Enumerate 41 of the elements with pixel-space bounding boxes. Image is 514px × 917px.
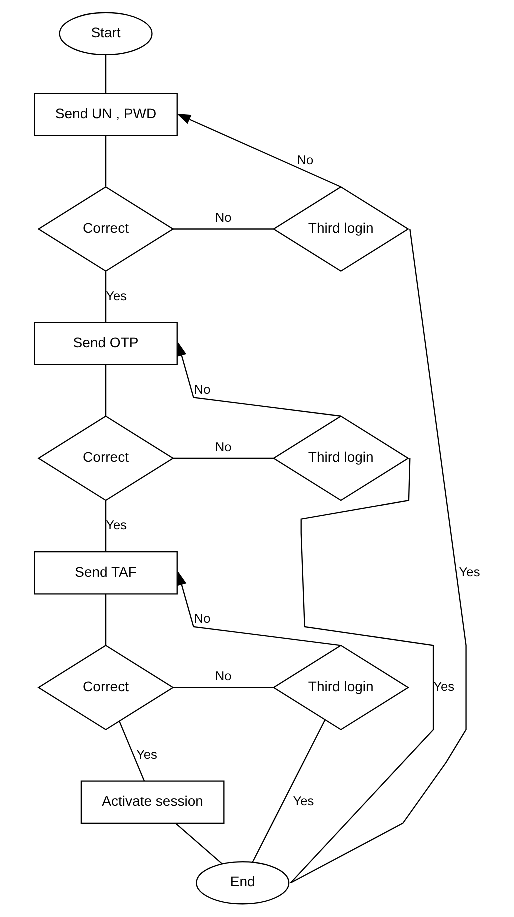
node-diamond: Third login <box>272 186 409 272</box>
node-box: Send UN , PWD <box>34 92 178 136</box>
connector <box>290 458 434 884</box>
connector <box>104 365 106 416</box>
connector <box>104 136 106 187</box>
edge-label: Yes <box>106 288 127 304</box>
node-diamond: Third login <box>272 416 409 502</box>
connector <box>172 458 274 460</box>
connector <box>252 720 326 863</box>
connector <box>290 229 466 884</box>
edge-label: Yes <box>106 518 127 533</box>
edge-label: No <box>214 668 232 684</box>
connector <box>172 228 274 230</box>
connector <box>104 500 106 552</box>
connector <box>104 55 106 94</box>
node-box: Activate session <box>80 780 224 824</box>
node-ellipse: Start <box>58 12 152 56</box>
edge-label: Yes <box>136 746 157 762</box>
edge-label: Yes <box>292 794 314 809</box>
connector <box>104 272 106 323</box>
node-box: Send OTP <box>34 322 178 366</box>
connector <box>172 687 274 688</box>
arrow <box>176 114 341 188</box>
node-diamond: Third login <box>272 644 409 731</box>
edge-label: No <box>194 382 210 397</box>
arrow <box>176 342 341 417</box>
edge-label: No <box>214 210 232 225</box>
node-ellipse: End <box>196 861 290 905</box>
arrow <box>176 571 341 646</box>
connector <box>118 721 144 782</box>
node-diamond: Correct <box>37 644 174 731</box>
node-diamond: Correct <box>37 416 174 502</box>
edge-label: No <box>214 439 232 454</box>
edge-label: No <box>296 152 314 168</box>
connector <box>175 823 222 864</box>
node-box: Send TAF <box>34 552 178 595</box>
edge-label: No <box>194 611 210 626</box>
edge-label: Yes <box>433 679 454 694</box>
node-diamond: Correct <box>37 186 174 272</box>
connector <box>104 594 106 646</box>
edge-label: Yes <box>458 564 480 580</box>
